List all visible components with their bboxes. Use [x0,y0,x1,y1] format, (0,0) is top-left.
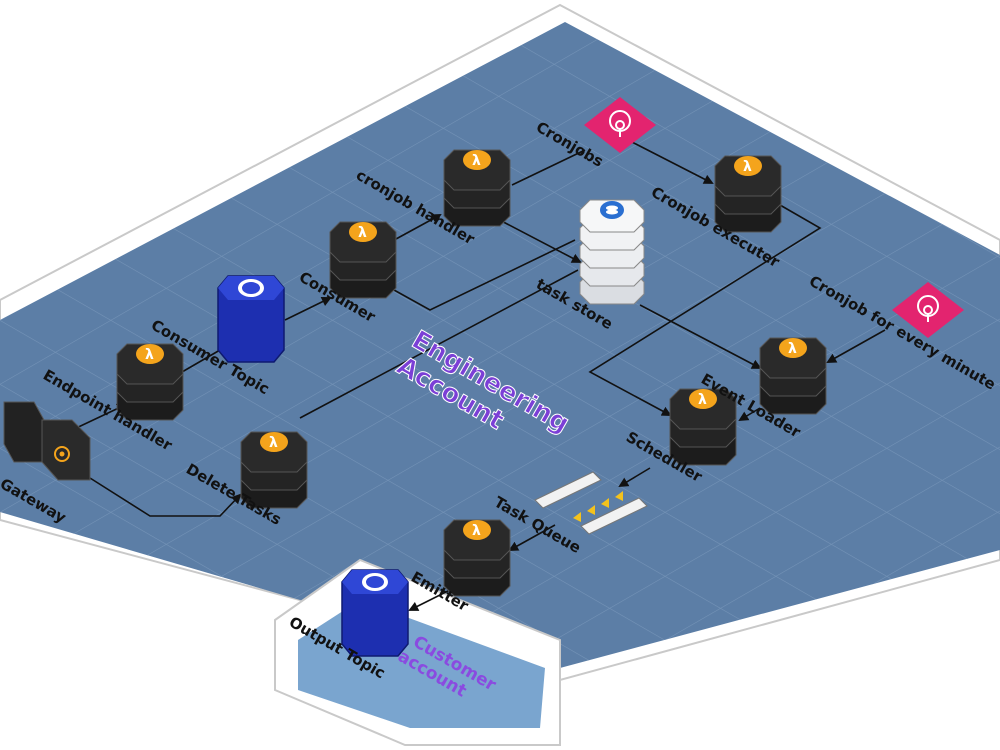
api-gateway-icon [3,401,91,481]
lambda-node-consumer[interactable]: λ [329,221,397,299]
api-gateway-node[interactable] [3,401,91,481]
lambda-icon: λ [443,519,511,597]
lambda-icon: λ [116,343,184,421]
edge-topic-consumer [284,297,332,321]
task-store-node[interactable] [579,199,645,305]
lambda-icon: λ [759,337,827,415]
cloudwatch-events-icon [584,97,656,153]
lambda-node-endpoint-handler[interactable]: λ [116,343,184,421]
edge-store-delete [299,269,579,419]
edge-queue-emitter [508,524,556,551]
svg-text:λ: λ [698,392,707,408]
sns-topic-icon [341,569,409,657]
edge-handler-store [489,214,582,263]
lambda-node-emitter[interactable]: λ [443,519,511,597]
edge-gateway-delete [89,477,242,517]
lambda-node-cronjob-handler[interactable]: λ [443,149,511,227]
edge-scheduler-queue [618,467,651,488]
svg-text:λ: λ [788,341,797,357]
edge-consumer-store [384,239,576,311]
cronjobs-node[interactable] [584,97,656,153]
svg-text:λ: λ [145,347,154,363]
lambda-node-delete-tasks[interactable]: λ [240,431,308,509]
svg-text:λ: λ [743,159,752,175]
lambda-node-scheduler[interactable]: λ [669,388,737,466]
consumer-topic-node[interactable] [217,275,285,363]
cronjob-every-minute-node[interactable] [892,282,964,338]
task-queue-node[interactable] [534,471,648,535]
lambda-icon: λ [329,221,397,299]
edge-eventloader-scheduler [738,407,761,422]
lambda-icon: λ [240,431,308,509]
lambda-icon: λ [714,155,782,233]
edge-cronjobs-executer [627,139,714,184]
output-topic-node[interactable] [341,569,409,657]
svg-text:λ: λ [358,225,367,241]
svg-text:λ: λ [472,523,481,539]
lambda-node-cronjob-executer[interactable]: λ [714,155,782,233]
edge-executer-scheduler [588,204,822,416]
svg-text:λ: λ [472,153,481,169]
lambda-node-event-loader[interactable]: λ [759,337,827,415]
cloudwatch-events-icon [892,282,964,338]
edge-store-eventloader [639,304,762,369]
edge-minute-eventloader [826,329,886,363]
edge-cronjobs-handler [511,149,586,186]
edge-endpoint-topic [181,349,221,373]
sns-topic-icon [217,275,285,363]
queue-icon [534,471,648,535]
lambda-icon: λ [669,388,737,466]
svg-text:λ: λ [269,435,278,451]
lambda-icon: λ [443,149,511,227]
database-icon [579,199,645,305]
